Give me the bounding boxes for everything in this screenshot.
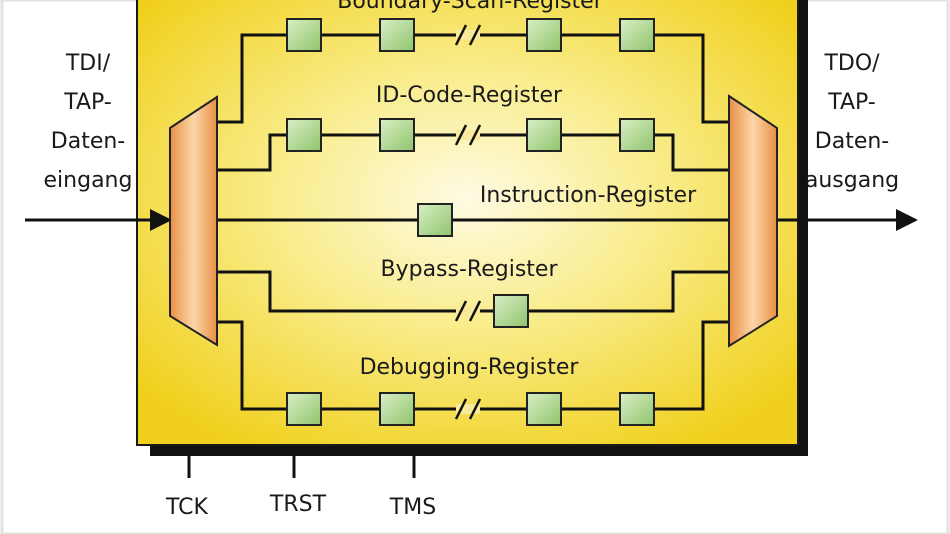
tdi-label: TDI/ TAP- Daten- eingang [36,44,140,200]
chain-gap [456,404,480,414]
control-pin-lines [187,456,416,478]
pin-label-tms: TMS [389,495,437,520]
break-mark [468,124,482,146]
tdo-arrowhead [896,209,918,231]
register-cell [286,18,322,52]
register-label-id-code: ID-Code-Register [375,83,563,108]
register-cell [619,118,655,152]
register-cell [417,203,453,237]
break-mark [454,124,468,146]
register-label-boundary-scan: Boundary-Scan-Register [337,0,603,14]
chain-gap [456,130,480,140]
tdo-label-line: Daten- [814,129,890,154]
output-multiplexer [728,94,778,348]
tdo-label: TDO/ TAP- Daten- ausgang [800,44,904,200]
tdo-label-line: ausgang [804,168,900,193]
break-mark [454,24,468,46]
break-mark [468,24,482,46]
register-cell [286,392,322,426]
register-label-instruction: Instruction-Register [479,183,697,208]
break-mark [468,300,482,322]
tdo-label-line: TDO/ [824,51,880,76]
register-label-bypass: Bypass-Register [380,257,558,282]
tdi-arrowhead [150,209,172,231]
register-cell [379,392,415,426]
chain-gap [456,30,480,40]
break-mark [468,398,482,420]
register-cell [526,392,562,426]
register-cell [619,392,655,426]
register-cell [286,118,322,152]
register-cell [379,118,415,152]
register-wires [217,24,729,420]
break-mark [454,300,468,322]
register-cell [526,18,562,52]
tdo-label-line: TAP- [828,90,876,115]
register-cell [493,294,529,328]
tdi-label-line: TDI/ [65,51,111,76]
break-mark [454,398,468,420]
chip-body [136,0,799,446]
register-label-debugging: Debugging-Register [359,355,579,380]
tdi-label-line: Daten- [50,129,126,154]
register-cells [286,18,655,426]
pin-label-trst: TRST [269,492,327,517]
input-demultiplexer [169,95,218,347]
register-cell [526,118,562,152]
register-cell [379,18,415,52]
tdi-label-line: TAP- [64,90,112,115]
pin-label-tck: TCK [166,495,208,520]
chain-gap [456,306,480,316]
register-cell [619,18,655,52]
tdi-label-line: eingang [43,168,133,193]
